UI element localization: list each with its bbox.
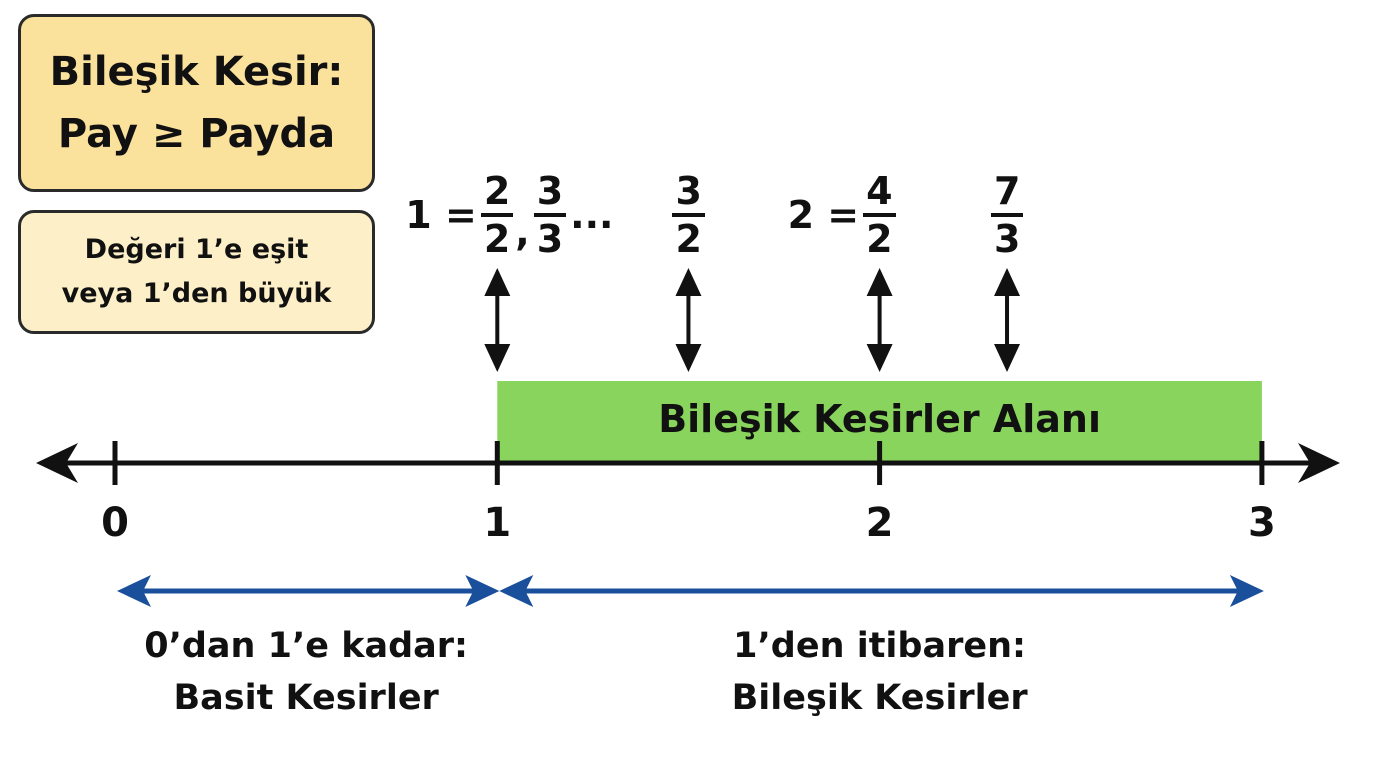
fraction-numerator: 2 — [480, 172, 514, 217]
tick-label: 2 — [865, 500, 894, 546]
region-caption-line-1: 0’dan 1’e kadar: — [144, 626, 469, 666]
fraction-text: ... — [570, 193, 614, 237]
highlight-label: Bileşik Kesirler Alanı — [658, 397, 1101, 441]
region-arrow-right-head — [1229, 575, 1264, 607]
axis-right-arrowhead — [1298, 443, 1340, 483]
fraction-arrow-down-head — [484, 344, 511, 372]
region-caption-line-2: Basit Kesirler — [173, 678, 439, 718]
fraction-numerator: 7 — [991, 172, 1024, 217]
rule-formula: Pay ≥ Payda — [57, 111, 336, 157]
fraction-denominator: 2 — [866, 217, 893, 261]
tick-label: 0 — [101, 500, 129, 546]
fraction-arrow-down-head — [994, 344, 1021, 372]
description-line-2: veya 1’den büyük — [61, 278, 332, 309]
fraction-numerator: 3 — [672, 172, 705, 217]
fraction-numerator: 4 — [863, 172, 896, 217]
region-caption-line-2: Bileşik Kesirler — [731, 678, 1028, 718]
region-arrow-right-head — [465, 575, 500, 607]
fraction-text: 1 = — [405, 193, 477, 237]
fraction-denominator: 3 — [994, 217, 1021, 261]
fraction-denominator: 2 — [675, 217, 702, 261]
region-caption: 0’dan 1’e kadar: Basit Kesirler — [144, 620, 468, 724]
axis-left-arrowhead — [36, 443, 78, 483]
region-arrow-left-head — [117, 575, 151, 607]
rule-title: Bileşik Kesir: — [49, 49, 344, 95]
fraction-numerator: 3 — [533, 172, 567, 217]
fraction-arrow-down-head — [675, 344, 702, 372]
fraction-text: 2 = — [787, 193, 860, 237]
description-line-1: Değeri 1’e eşit — [84, 234, 309, 265]
fraction-arrow-up-head — [994, 268, 1021, 296]
fraction-separator: , — [515, 210, 530, 254]
fraction-arrow-down-head — [866, 344, 893, 372]
tick-label: 3 — [1247, 500, 1276, 546]
fraction-arrow-up-head — [675, 268, 702, 296]
fraction-arrow-up-head — [866, 268, 893, 296]
description-box: Değeri 1’e eşit veya 1’den büyük — [18, 210, 375, 334]
region-arrow-left-head — [499, 575, 534, 607]
fraction-arrow-up-head — [484, 268, 511, 296]
region-caption-line-1: 1’den itibaren: — [733, 626, 1027, 666]
fraction-denominator: 2 — [483, 217, 511, 261]
fraction-denominator: 3 — [536, 217, 564, 261]
region-caption: 1’den itibaren: Bileşik Kesirler — [732, 620, 1028, 724]
tick-label: 1 — [483, 500, 512, 546]
rule-box: Bileşik Kesir: Pay ≥ Payda — [18, 14, 375, 192]
